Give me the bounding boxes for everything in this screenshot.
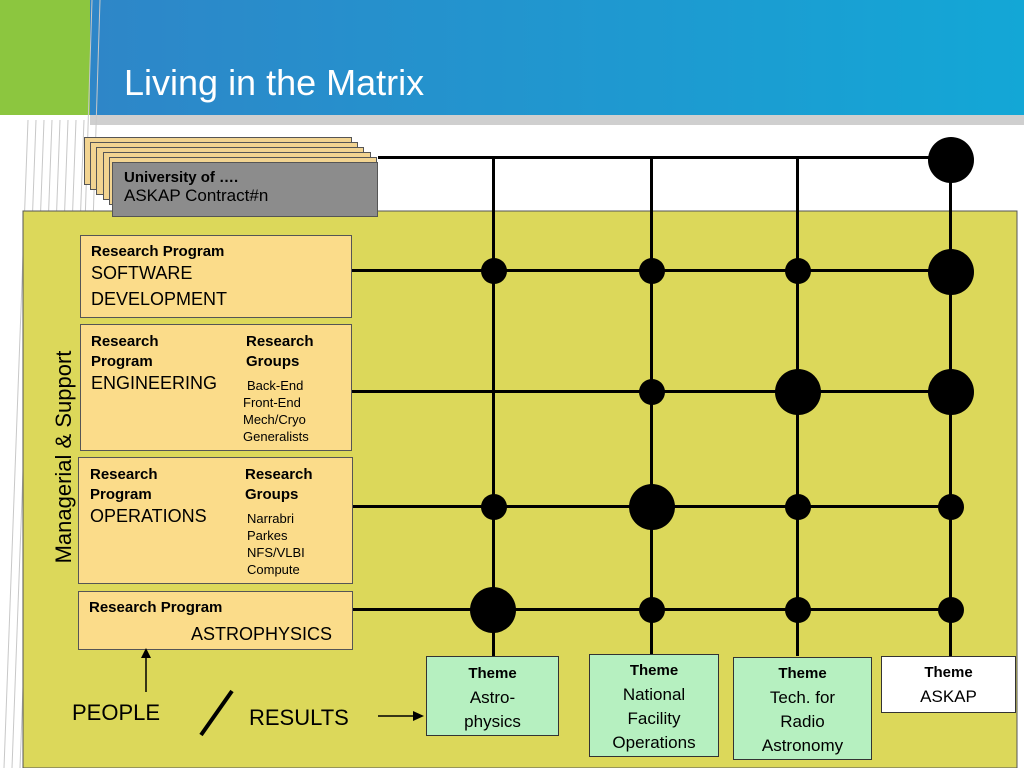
program-label: Research Program bbox=[91, 333, 159, 370]
node-large bbox=[470, 587, 516, 633]
program-label: Research Program bbox=[89, 599, 223, 616]
node-small bbox=[938, 597, 964, 623]
group-item: NFS/VLBI bbox=[247, 545, 305, 560]
node-small bbox=[481, 494, 507, 520]
people-label: PEOPLE bbox=[72, 700, 161, 725]
green-accent-block bbox=[0, 0, 90, 115]
program-label: Research Program bbox=[91, 243, 225, 260]
theme-astrophysics: Theme Astro-physics bbox=[426, 656, 559, 736]
up-arrow-icon bbox=[141, 648, 151, 658]
program-astrophysics: Research Program ASTROPHYSICS bbox=[78, 591, 353, 650]
node-small bbox=[785, 494, 811, 520]
right-arrow-icon bbox=[413, 711, 424, 721]
node-large bbox=[928, 369, 974, 415]
program-operations: Research Program OPERATIONS Research Gro… bbox=[78, 457, 353, 584]
program-name: ASTROPHYSICS bbox=[191, 624, 333, 644]
theme-name: Tech. for Radio Astronomy bbox=[761, 688, 844, 755]
group-item: Parkes bbox=[247, 528, 288, 543]
university-line1: University of …. bbox=[124, 169, 239, 186]
group-item: Narrabri bbox=[247, 511, 294, 526]
node-small bbox=[785, 597, 811, 623]
theme-name: ASKAP bbox=[920, 687, 977, 706]
node-small bbox=[938, 494, 964, 520]
group-item: Front-End bbox=[243, 395, 301, 410]
university-line2: ASKAP Contract#n bbox=[124, 186, 269, 205]
theme-tech-radio: Theme Tech. for Radio Astronomy bbox=[733, 657, 872, 760]
group-item: Back-End bbox=[247, 378, 304, 393]
theme-name: National Facility Operations bbox=[612, 685, 696, 752]
node-small bbox=[481, 258, 507, 284]
node-small bbox=[639, 597, 665, 623]
program-software: Research Program SOFTWARE DEVELOPMENT bbox=[80, 235, 352, 318]
node-large bbox=[928, 137, 974, 183]
theme-name: Astro-physics bbox=[464, 688, 521, 731]
group-item: Generalists bbox=[243, 429, 309, 444]
node-large bbox=[775, 369, 821, 415]
program-label: Research Program bbox=[90, 466, 158, 503]
theme-national-facility: Theme National Facility Operations bbox=[589, 654, 719, 757]
group-item: Compute bbox=[247, 562, 300, 577]
program-name: ENGINEERING bbox=[91, 373, 218, 393]
slash-divider bbox=[199, 689, 234, 737]
program-name: SOFTWARE DEVELOPMENT bbox=[91, 263, 228, 309]
col-line-astrophysics bbox=[492, 156, 495, 656]
program-engineering: Research Program ENGINEERING Research Gr… bbox=[80, 324, 352, 451]
group-item: Mech/Cryo bbox=[243, 412, 306, 427]
theme-label: Theme bbox=[924, 664, 973, 681]
theme-askap: Theme ASKAP bbox=[881, 656, 1016, 713]
col-line-nfo bbox=[650, 156, 653, 654]
theme-label: Theme bbox=[468, 665, 517, 682]
node-small bbox=[639, 379, 665, 405]
program-name: OPERATIONS bbox=[90, 506, 207, 526]
theme-label: Theme bbox=[629, 662, 679, 679]
row-line-university bbox=[378, 156, 952, 159]
results-label: RESULTS bbox=[249, 705, 349, 730]
groups-label: Research Groups bbox=[245, 466, 313, 503]
header-band bbox=[90, 0, 1024, 120]
groups-label: Research Groups bbox=[246, 333, 314, 370]
node-small bbox=[639, 258, 665, 284]
slide-title: Living in the Matrix bbox=[124, 62, 425, 103]
university-box: University of …. ASKAP Contract#n bbox=[112, 162, 378, 217]
node-small bbox=[785, 258, 811, 284]
header-shadow bbox=[90, 115, 1024, 125]
node-large bbox=[629, 484, 675, 530]
theme-label: Theme bbox=[778, 665, 827, 682]
node-large bbox=[928, 249, 974, 295]
